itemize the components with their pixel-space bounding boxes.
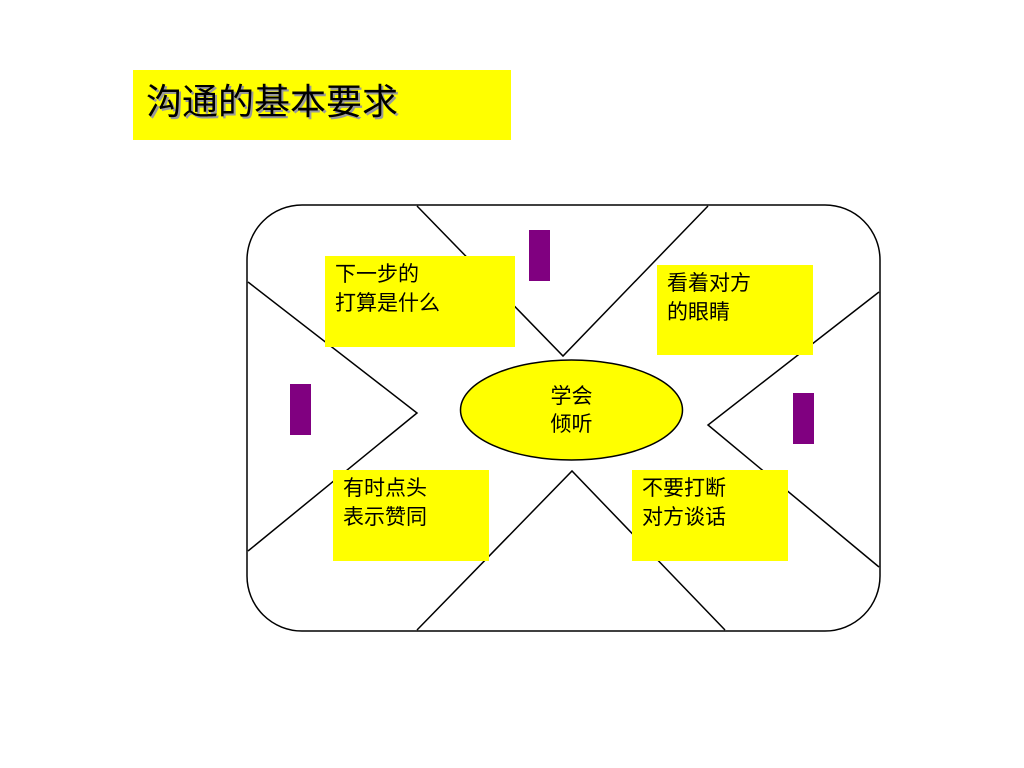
note-bottom-right-line2: 对方谈话 [642,505,726,529]
center-label-line2: 倾听 [550,412,593,436]
marker-left [290,384,311,435]
note-top-right-line2: 的眼睛 [667,300,730,324]
right-wedge-line [706,291,880,568]
note-bottom-right-line1: 不要打断 [642,476,726,500]
note-top-right: 看着对方 的眼睛 [657,265,813,355]
marker-top [529,230,550,281]
note-bottom-left: 有时点头 表示赞同 [333,470,489,561]
note-top-left-line2: 打算是什么 [335,291,440,315]
center-label-line1: 学会 [550,384,593,408]
note-top-left: 下一步的 打算是什么 [325,256,515,347]
left-wedge-line [247,281,419,552]
center-ellipse [459,359,684,461]
note-bottom-left-line1: 有时点头 [343,476,427,500]
slide-title: 沟通的基本要求 [146,82,399,123]
bottom-wedge-line [416,469,726,631]
note-bottom-right: 不要打断 对方谈话 [632,470,788,561]
center-label: 学会 倾听 [461,360,682,460]
marker-right [793,393,814,444]
title-box: 沟通的基本要求 [133,70,511,140]
note-top-right-line1: 看着对方 [667,271,751,295]
note-bottom-left-line2: 表示赞同 [343,505,427,529]
note-top-left-line1: 下一步的 [335,262,419,286]
